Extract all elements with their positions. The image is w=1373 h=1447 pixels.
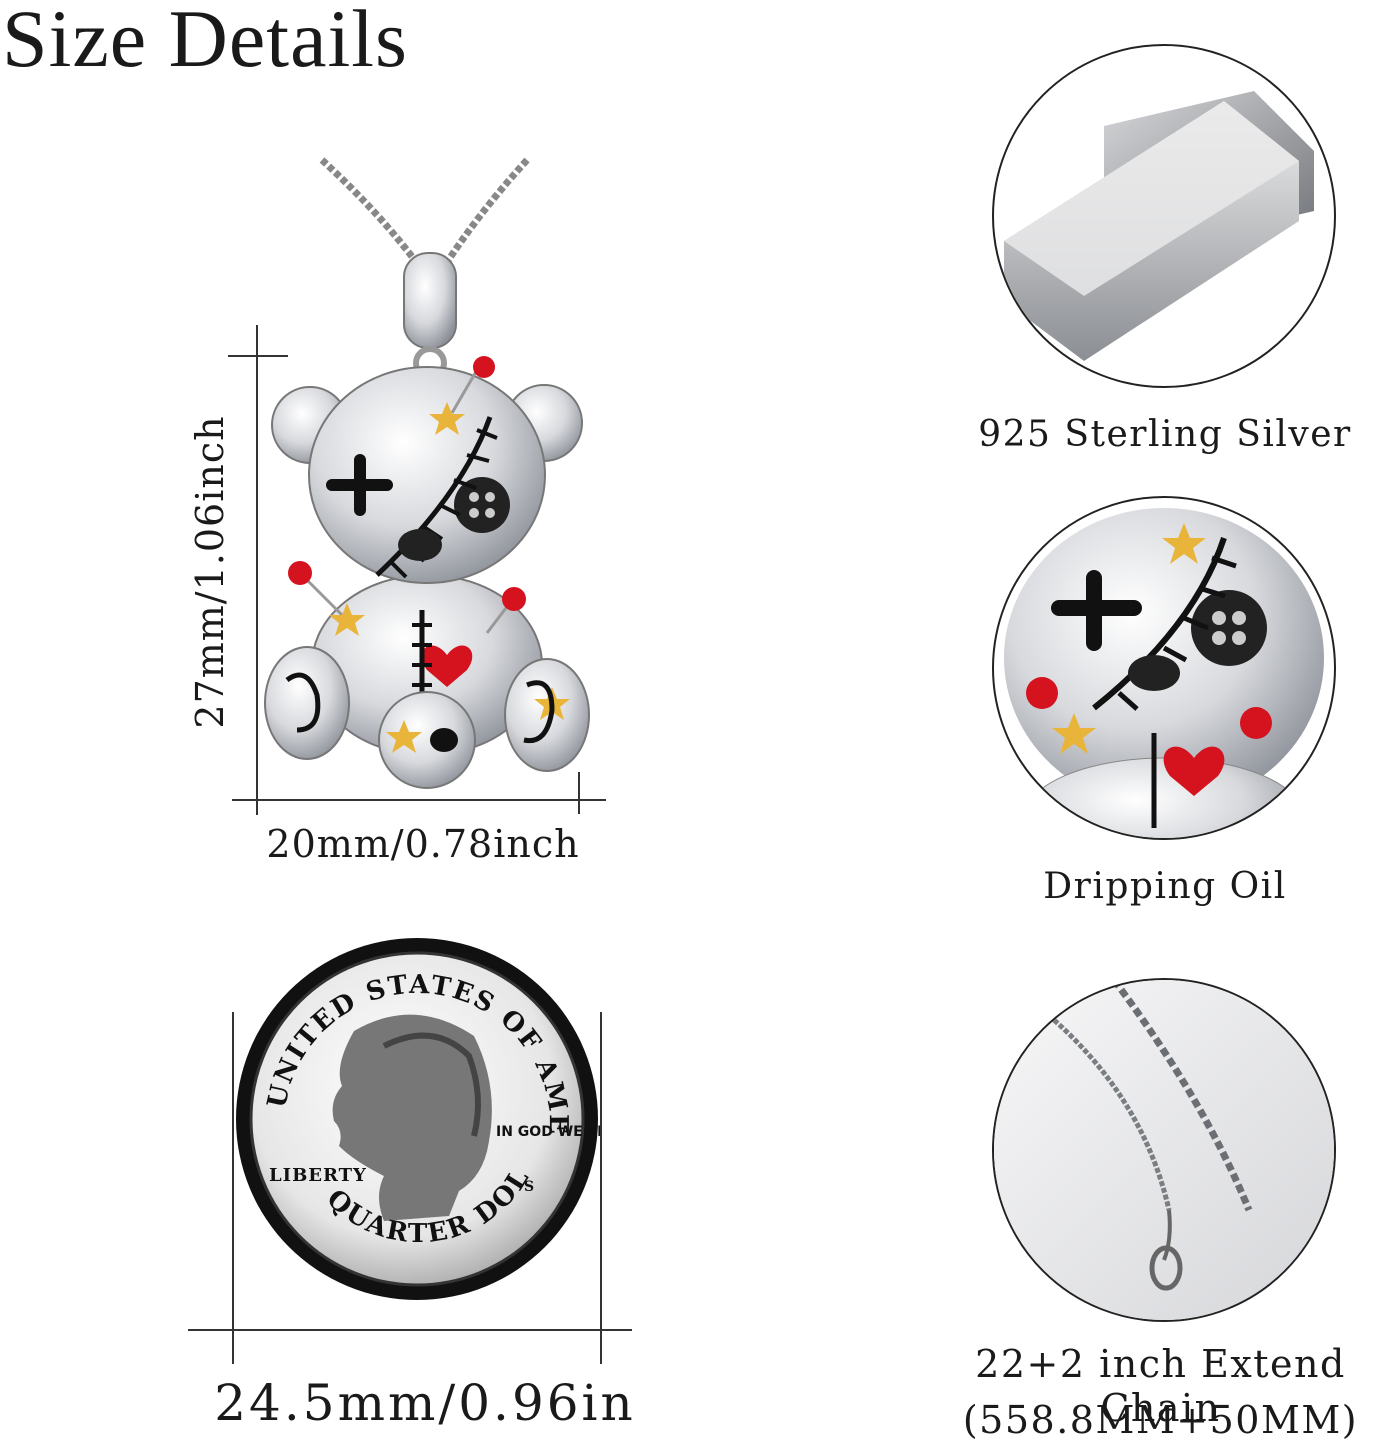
coin-diameter-label: 24.5mm/0.96in (214, 1374, 636, 1432)
width-tick-right (578, 772, 580, 814)
pendant-closeup-image (992, 496, 1336, 840)
coin-motto-text: IN GOD WE TRUST (496, 1124, 600, 1140)
chain-closeup-image (992, 978, 1336, 1322)
teddy-bear-pendant-image (262, 155, 592, 805)
silver-bars-image (992, 44, 1336, 388)
coin-tick-right (600, 1012, 602, 1364)
coin-tick-left (232, 1012, 234, 1364)
coin-mint-mark: S (524, 1179, 534, 1195)
feature-caption-oil: Dripping Oil (1043, 866, 1287, 907)
page-title: Size Details (2, 0, 408, 84)
pendant-height-label: 27mm/1.06inch (188, 415, 232, 729)
height-dimension-line (256, 325, 258, 815)
height-tick-top (228, 355, 288, 357)
coin-liberty-text: LIBERTY (269, 1165, 367, 1186)
feature-subcaption-chain: (558.8MM+50MM) (962, 1398, 1359, 1442)
feature-caption-silver: 925 Sterling Silver (978, 414, 1352, 455)
width-dimension-line (232, 799, 606, 801)
quarter-dollar-coin-image: UNITED STATES OF AMERICA QUARTER DOLLAR … (234, 936, 600, 1302)
feature-caption-chain: 22+2 inch Extend Chain (975, 1342, 1346, 1430)
pendant-width-label: 20mm/0.78inch (266, 822, 580, 866)
coin-diameter-line (188, 1329, 632, 1331)
